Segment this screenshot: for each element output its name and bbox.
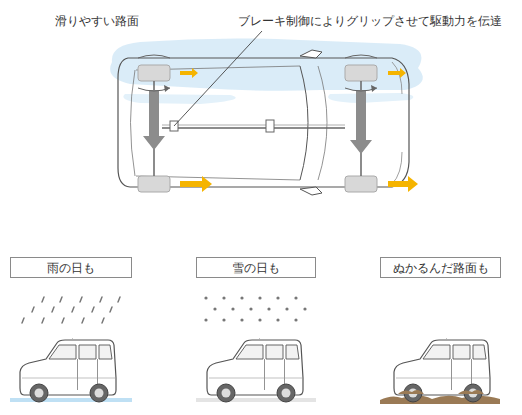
wet-ground (10, 398, 132, 402)
mud-ground (380, 395, 500, 404)
drive-arrow (388, 176, 418, 192)
slippery-surface (328, 93, 413, 103)
label-box: ぬかるんだ路面も (380, 257, 501, 278)
torque-arrow (143, 90, 165, 150)
spin-indicator (138, 55, 170, 58)
snow-flakes (204, 296, 306, 321)
car-side-view (394, 336, 490, 402)
annotation-label: 滑りやすい路面 (55, 14, 139, 28)
label-box: 雨の日も (10, 257, 132, 278)
slippery-surface (123, 94, 235, 104)
car-side-view (20, 336, 116, 402)
box-text: ぬかるんだ路面も (393, 261, 489, 275)
label-box: 雪の日も (196, 257, 316, 278)
snow-ground (196, 398, 316, 402)
slippery-surface (110, 38, 423, 90)
torque-arrow (350, 90, 372, 154)
drive-arrow (388, 68, 406, 78)
leader-line (174, 31, 262, 126)
mud-splash (398, 390, 484, 394)
annotation-label: ブレーキ制御によりグリップさせて駆動力を伝達 (238, 14, 502, 28)
car-top-view (118, 50, 418, 195)
rain-drops (22, 297, 120, 323)
box-text: 雨の日も (47, 261, 95, 275)
car-side-view (207, 336, 303, 402)
drive-arrow (180, 68, 198, 78)
spin-indicator (345, 55, 377, 58)
box-text: 雪の日も (232, 261, 280, 275)
drive-arrow (180, 176, 212, 192)
